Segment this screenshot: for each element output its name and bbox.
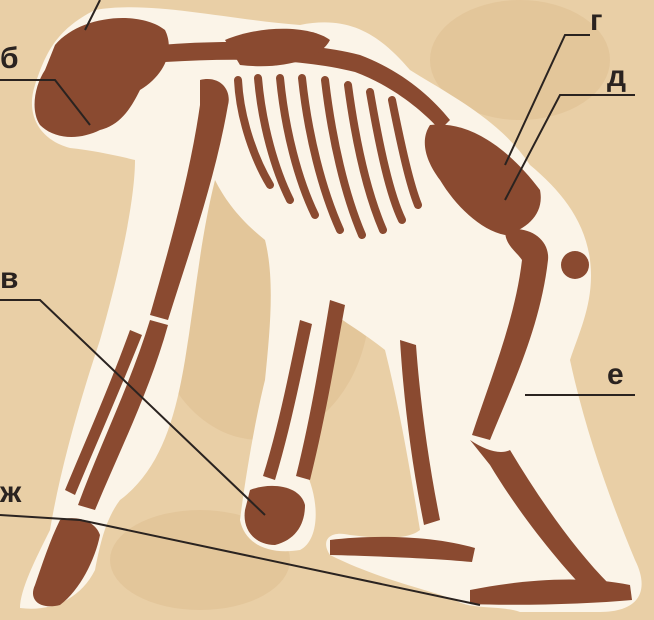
label-v: в — [0, 264, 18, 294]
label-b: б — [0, 44, 19, 74]
kneecap — [561, 251, 589, 279]
label-g: г — [590, 6, 603, 36]
label-zh: ж — [0, 478, 21, 508]
label-d: д — [607, 62, 626, 92]
front-hand — [33, 518, 100, 606]
label-e: е — [607, 360, 624, 390]
